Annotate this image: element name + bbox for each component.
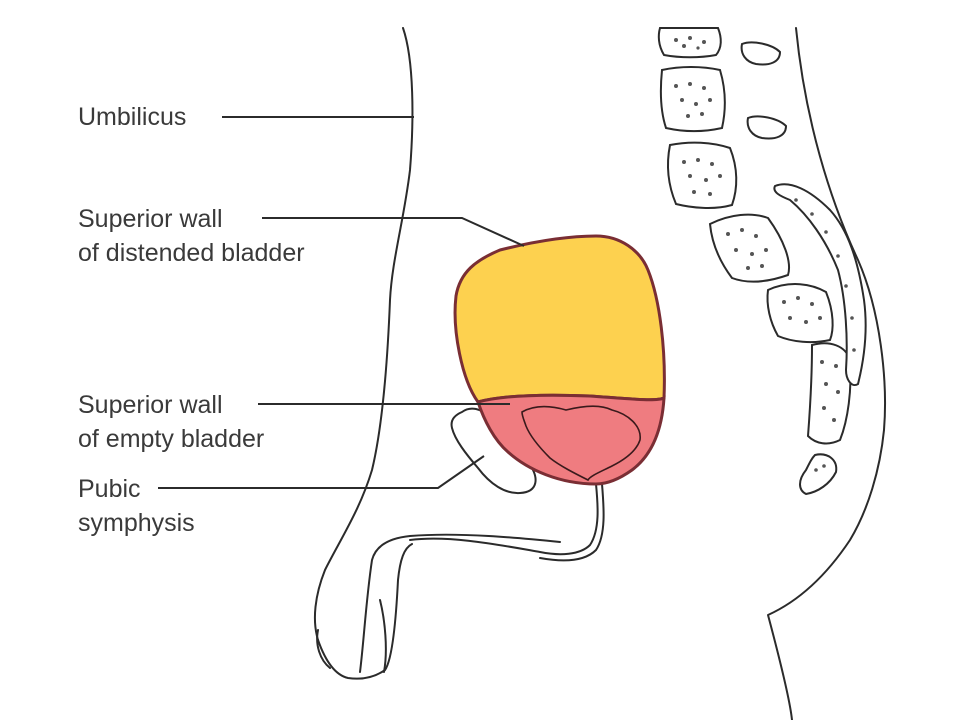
penis-tip bbox=[316, 629, 331, 669]
sacral-segment-2 bbox=[766, 283, 834, 344]
anterior-body-outline bbox=[313, 27, 414, 641]
label-distended-line2: of distended bladder bbox=[78, 239, 305, 267]
label-empty-line1: Superior wall bbox=[78, 391, 223, 419]
label-pubic-line1: Pubic bbox=[78, 475, 141, 503]
vertebra-3 bbox=[667, 141, 738, 209]
spinous-process-1 bbox=[740, 41, 782, 66]
label-distended-line1: Superior wall bbox=[78, 205, 223, 233]
sacral-segment-1 bbox=[708, 213, 790, 283]
spinous-process-2 bbox=[746, 115, 788, 140]
empty-bladder-inner-wall bbox=[521, 405, 641, 482]
posterior-body-outline bbox=[767, 27, 886, 721]
leader-line-distended bbox=[262, 217, 525, 247]
label-empty-line2: of empty bladder bbox=[78, 425, 265, 453]
bone-texture bbox=[674, 36, 856, 472]
leader-lines bbox=[158, 116, 525, 489]
vertebra-2 bbox=[659, 66, 726, 132]
penis-inner-line bbox=[359, 533, 561, 673]
label-pubic-line2: symphysis bbox=[78, 509, 195, 537]
urethra-inner bbox=[539, 483, 605, 562]
empty-bladder bbox=[476, 393, 666, 486]
leader-line-pubic bbox=[158, 455, 485, 489]
sacrum-posterior bbox=[773, 183, 867, 386]
lumbar-vertebrae bbox=[657, 27, 867, 496]
urethra bbox=[409, 483, 599, 556]
sacral-segment-3 bbox=[806, 342, 852, 445]
penis-lower-line bbox=[379, 599, 387, 673]
vertebra-1 bbox=[657, 27, 722, 59]
label-umbilicus: Umbilicus bbox=[78, 103, 187, 131]
coccyx bbox=[799, 453, 838, 496]
distended-bladder bbox=[453, 234, 666, 404]
